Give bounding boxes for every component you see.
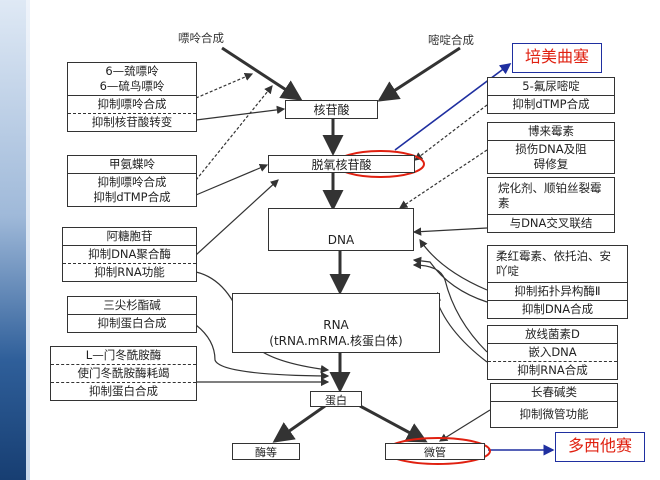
- rna-subtypes: (tRNA.mRMA.核蛋白体): [269, 334, 403, 348]
- drug-box-alkylating-agents: 烷化剂、顺铂丝裂霉素 与DNA交叉联结: [487, 177, 615, 233]
- drug-action: 抑制RNA合成: [488, 361, 617, 379]
- dna-node: DNA: [268, 208, 414, 251]
- drug-box-daunorubicin: 柔红霉素、依托泊、安吖啶 抑制拓扑异构酶Ⅱ 抑制DNA合成: [487, 245, 628, 319]
- drug-name: 甲氨蝶呤: [109, 157, 155, 171]
- drug-box-actinomycin: 放线菌素D 嵌入DNA 抑制RNA合成: [487, 325, 618, 380]
- drug-box-bleomycin: 博来霉素 损伤DNA及阻碍修复: [487, 122, 615, 174]
- drug-name: 长春碱类: [531, 385, 577, 399]
- drug-action: 嵌入DNA: [488, 343, 617, 361]
- drug-action: 抑制蛋白合成: [68, 314, 196, 332]
- drug-action: 使门冬酰胺酶耗竭: [51, 364, 196, 382]
- drug-name-2: 6—硫鸟嘌呤: [99, 79, 165, 93]
- rna-node: RNA (tRNA.mRMA.核蛋白体): [232, 293, 440, 353]
- drug-name: 阿糖胞苷: [106, 229, 153, 243]
- drug-action: 抑制RNA功能: [63, 263, 196, 281]
- drug-name: 放线菌素D: [525, 327, 580, 341]
- drug-name: 烷化剂、顺铂丝裂霉素: [498, 181, 602, 210]
- protein-node: 蛋白: [310, 391, 362, 407]
- purine-synthesis-label: 嘌呤合成: [178, 31, 224, 45]
- enzymes-node: 酶等: [232, 443, 300, 460]
- callout-pemetrexed: 培美曲塞: [512, 43, 602, 73]
- drug-action: 抑制dTMP合成: [93, 190, 171, 204]
- drug-name: 5-氟尿嘧啶: [522, 79, 580, 93]
- drug-name: 6—巯嘌呤: [105, 64, 159, 78]
- drug-box-vinca-alkaloids: 长春碱类 抑制微管功能: [490, 383, 618, 428]
- drug-action: 抑制微管功能: [491, 401, 617, 427]
- drug-action: 抑制DNA合成: [488, 300, 627, 318]
- drug-action: 抑制拓扑异构酶Ⅱ: [488, 282, 627, 300]
- drug-action: 抑制核苷酸转变: [68, 113, 196, 131]
- drug-name: 博来霉素: [528, 124, 574, 138]
- drug-action: 抑制dTMP合成: [488, 95, 614, 113]
- microtubule-node: 微管: [385, 443, 485, 460]
- drug-box-asparaginase: L—门冬酰胺酶 使门冬酰胺酶耗竭 抑制蛋白合成: [50, 346, 197, 401]
- deoxynucleotide-node: 脱氧核苷酸: [268, 155, 415, 173]
- slide-decoration-edge: [26, 0, 30, 480]
- drug-box-homoharringtonine: 三尖杉酯碱 抑制蛋白合成: [67, 296, 197, 333]
- slide-decoration: [0, 0, 26, 480]
- drug-action: 抑制嘌呤合成: [68, 95, 196, 113]
- drug-name: 三尖杉酯碱: [103, 298, 161, 312]
- drug-action: 与DNA交叉联结: [488, 214, 614, 232]
- drug-name: 柔红霉素、依托泊、安吖啶: [496, 249, 611, 278]
- drug-box-methotrexate: 甲氨蝶呤 抑制嘌呤合成抑制dTMP合成: [67, 155, 197, 207]
- callout-docetaxel: 多西他赛: [555, 432, 645, 462]
- drug-name: L—门冬酰胺酶: [85, 348, 162, 362]
- drug-action: 抑制嘌呤合成: [97, 175, 167, 189]
- drug-action: 损伤DNA及阻碍修复: [488, 140, 614, 173]
- nucleotide-node: 核苷酸: [285, 100, 378, 119]
- drug-box-cytarabine: 阿糖胞苷 抑制DNA聚合酶 抑制RNA功能: [62, 227, 197, 282]
- pyrimidine-synthesis-label: 嘧啶合成: [428, 33, 474, 47]
- drug-box-fluorouracil: 5-氟尿嘧啶 抑制dTMP合成: [487, 77, 615, 114]
- rna-label: RNA: [323, 318, 349, 332]
- drug-action: 抑制蛋白合成: [51, 382, 196, 400]
- drug-action: 抑制DNA聚合酶: [63, 245, 196, 263]
